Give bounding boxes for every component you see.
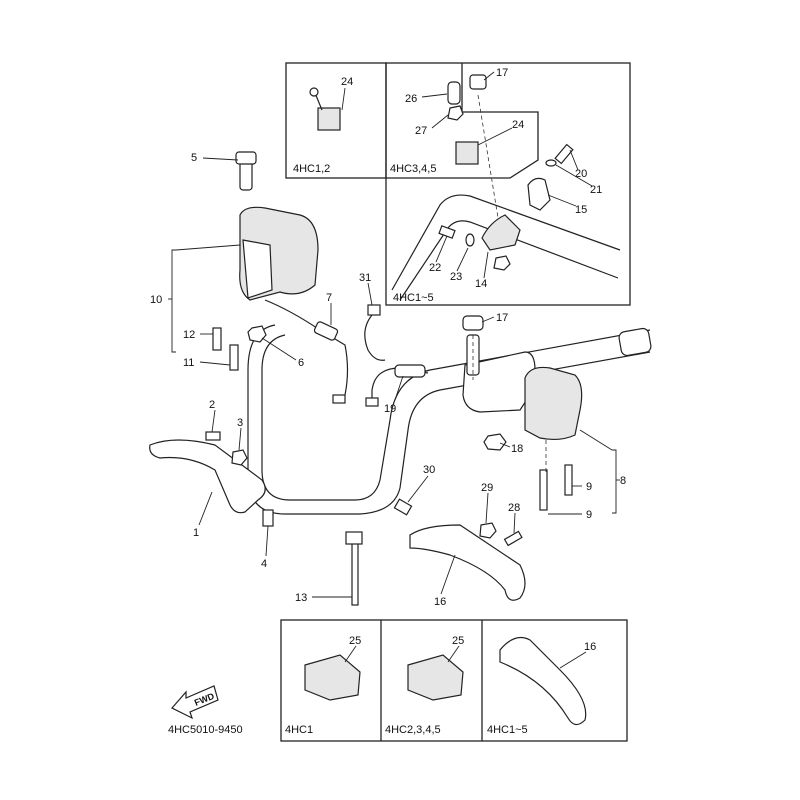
callout-25: 25 bbox=[452, 635, 464, 647]
variant-4hc345: 4HC3,4,5 bbox=[390, 163, 436, 175]
callout-1: 1 bbox=[193, 527, 199, 539]
callout-12: 12 bbox=[183, 329, 195, 341]
switches bbox=[264, 299, 429, 407]
callout-30: 30 bbox=[423, 464, 435, 476]
diagram-code: 4HC5010-9450 bbox=[168, 724, 243, 736]
callout-28: 28 bbox=[508, 502, 520, 514]
callout-14: 14 bbox=[475, 278, 487, 290]
callout-17: 17 bbox=[496, 67, 508, 79]
callout-16: 16 bbox=[584, 641, 596, 653]
callout-21: 21 bbox=[590, 184, 602, 196]
left-lever-holder bbox=[212, 151, 319, 371]
frame-4hc1-5 bbox=[385, 62, 631, 306]
callouts: 5 10 12 11 6 7 31 19 17 26 27 24 24 20 2… bbox=[150, 67, 626, 653]
callout-11: 11 bbox=[183, 357, 194, 369]
master-cylinder bbox=[462, 315, 583, 511]
clutch-lever bbox=[149, 439, 266, 514]
callout-24: 24 bbox=[512, 119, 524, 131]
callout-26: 26 bbox=[405, 93, 417, 105]
callout-13: 13 bbox=[295, 592, 307, 604]
callout-19: 19 bbox=[384, 403, 396, 415]
cable-tie bbox=[351, 539, 359, 606]
callout-9: 9 bbox=[586, 481, 592, 493]
variant-labels: 4HC1,2 4HC3,4,5 4HC1~5 4HC1 4HC2,3,4,5 4… bbox=[168, 163, 528, 736]
callout-16: 16 bbox=[434, 596, 446, 608]
grip bbox=[618, 327, 652, 357]
callout-18: 18 bbox=[511, 443, 523, 455]
callout-25: 25 bbox=[349, 635, 361, 647]
leader-lines bbox=[168, 71, 620, 669]
variant-4hc1-5-bottom: 4HC1~5 bbox=[487, 724, 528, 736]
callout-29: 29 bbox=[481, 482, 493, 494]
variant-4hc1: 4HC1 bbox=[285, 724, 313, 736]
levers bbox=[149, 431, 526, 606]
brake-lever bbox=[409, 524, 526, 601]
callout-22: 22 bbox=[429, 262, 441, 274]
callout-27: 27 bbox=[415, 125, 427, 137]
callout-9: 9 bbox=[586, 509, 592, 521]
callout-2: 2 bbox=[209, 399, 215, 411]
inset-parts bbox=[309, 74, 574, 475]
variant-4hc12: 4HC1,2 bbox=[293, 163, 330, 175]
callout-15: 15 bbox=[575, 204, 587, 216]
variant-4hc2345: 4HC2,3,4,5 bbox=[385, 724, 441, 736]
fwd-arrow-icon: FWD bbox=[171, 685, 219, 720]
variant-frames bbox=[280, 62, 631, 742]
callout-20: 20 bbox=[575, 168, 587, 180]
handlebar bbox=[247, 194, 652, 515]
callout-17: 17 bbox=[496, 312, 508, 324]
callout-4: 4 bbox=[261, 558, 267, 570]
frame-bottom bbox=[280, 619, 628, 742]
frame-4hc345 bbox=[386, 63, 539, 179]
variant-4hc1-5-top: 4HC1~5 bbox=[393, 292, 434, 304]
callout-10: 10 bbox=[150, 294, 162, 306]
callout-6: 6 bbox=[298, 357, 304, 369]
callout-8: 8 bbox=[620, 475, 626, 487]
callout-3: 3 bbox=[237, 417, 243, 429]
callout-5: 5 bbox=[191, 152, 197, 164]
bottom-inset-parts bbox=[304, 637, 587, 726]
callout-7: 7 bbox=[326, 292, 332, 304]
callout-23: 23 bbox=[450, 271, 462, 283]
callout-31: 31 bbox=[359, 272, 371, 284]
callout-24: 24 bbox=[341, 76, 353, 88]
